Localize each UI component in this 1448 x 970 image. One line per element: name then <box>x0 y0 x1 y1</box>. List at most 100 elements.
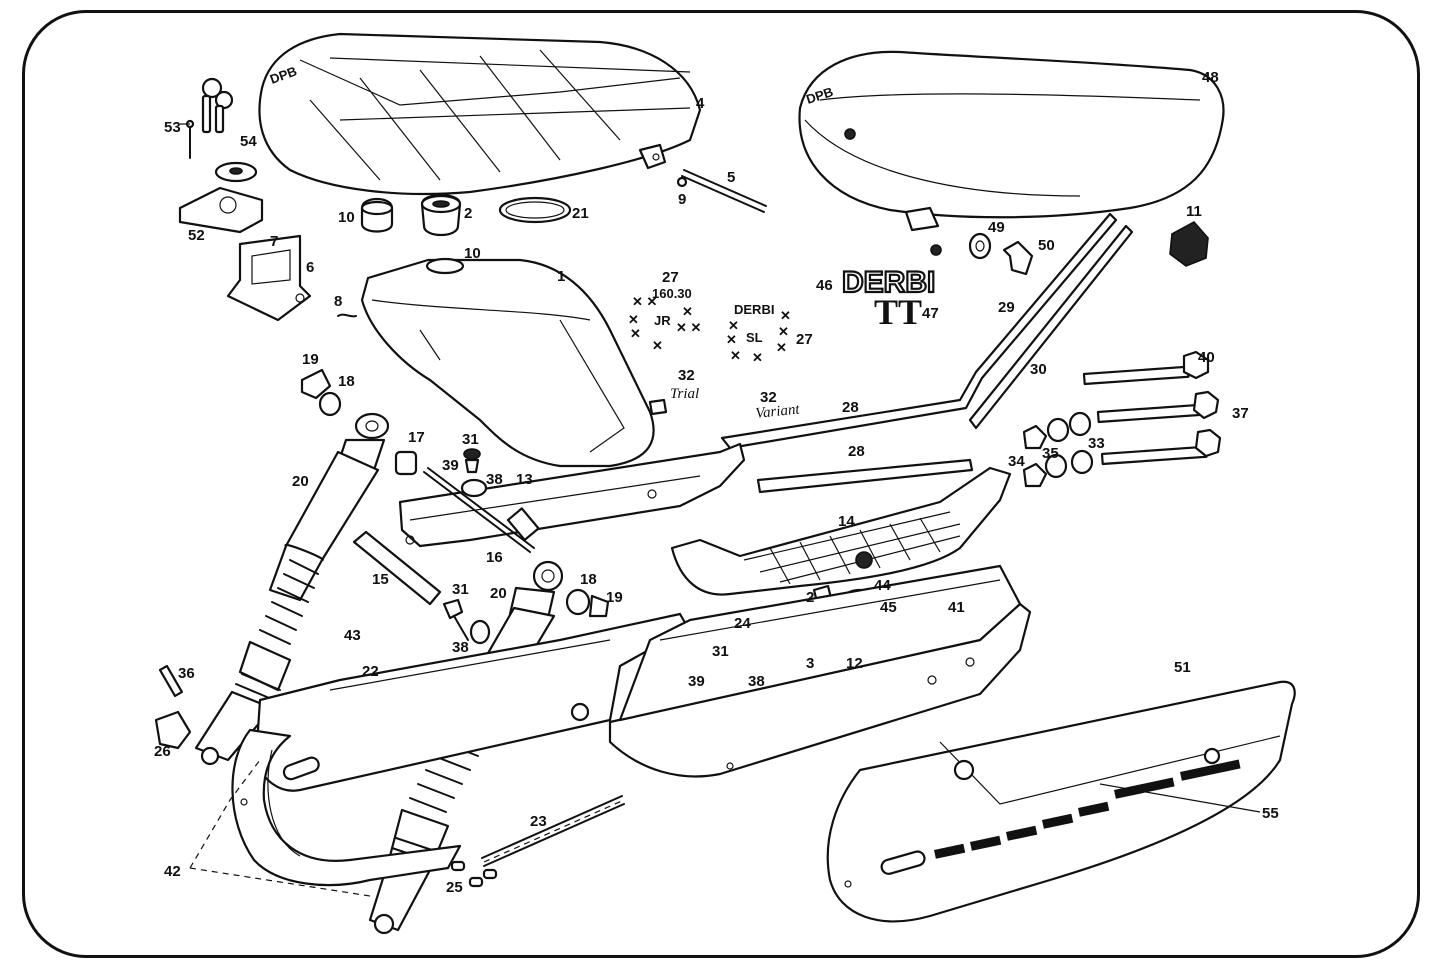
callout-40: 40 <box>1198 349 1215 366</box>
seat-lock <box>214 161 258 183</box>
drive-chain <box>481 795 625 867</box>
callout-27: 27 <box>662 269 679 286</box>
callout-10b: 10 <box>464 245 481 262</box>
callout-45: 45 <box>880 599 897 616</box>
callout-47: 47 <box>922 305 939 322</box>
callout-51: 51 <box>1174 659 1191 676</box>
callout-48: 48 <box>1202 69 1219 86</box>
ignition-keys <box>185 77 234 159</box>
callout-17: 17 <box>408 429 425 446</box>
svg-text:✕: ✕ <box>726 332 737 347</box>
callout-44: 44 <box>874 577 891 594</box>
callout-36: 36 <box>178 665 195 682</box>
rod-5 <box>676 169 767 213</box>
callout-28: 28 <box>842 399 859 416</box>
callout-52: 52 <box>188 227 205 244</box>
callout-14: 14 <box>838 513 855 530</box>
callout-7: 7 <box>270 233 278 250</box>
rear-frame <box>398 442 746 548</box>
bushing-19-18 <box>300 368 342 417</box>
callout-38: 38 <box>486 471 503 488</box>
callout-55: 55 <box>1262 805 1279 822</box>
leader-lines <box>180 123 1261 897</box>
callout-18: 18 <box>338 373 355 390</box>
svg-text:✕: ✕ <box>778 324 789 339</box>
callout-42: 42 <box>164 863 181 880</box>
footrest-plate <box>670 466 1012 596</box>
bolt-36 <box>158 664 184 698</box>
trial-script-decal: Trial <box>670 386 699 402</box>
bushing-18-19-right <box>565 588 610 618</box>
callout-29: 29 <box>998 299 1015 316</box>
callout-32: 32 <box>678 367 695 384</box>
callout-39b: 39 <box>688 673 705 690</box>
callout-10: 10 <box>338 209 355 226</box>
nut-26 <box>154 710 192 750</box>
svg-text:✕: ✕ <box>728 318 739 333</box>
svg-text:✕ ✕: ✕ ✕ <box>676 320 701 335</box>
filler-caps <box>360 193 462 237</box>
callout-20b: 20 <box>490 585 507 602</box>
bolt-31-38 <box>442 598 491 645</box>
callout-19b: 19 <box>606 589 623 606</box>
callout-46: 46 <box>816 277 833 294</box>
lock-bracket <box>178 186 264 234</box>
callout-32b: 32 <box>760 389 777 406</box>
callout-1: 1 <box>557 268 565 285</box>
frame-rail-upper <box>720 212 1134 494</box>
svg-text:✕ ✕: ✕ ✕ <box>632 294 657 309</box>
callout-28b: 28 <box>848 443 865 460</box>
svg-text:✕: ✕ <box>780 308 791 323</box>
callout-41: 41 <box>948 599 965 616</box>
main-frame-rail <box>608 564 1032 778</box>
callout-19: 19 <box>302 351 319 368</box>
callout-38c: 38 <box>748 673 765 690</box>
callout-27b: 27 <box>796 331 813 348</box>
variant-script-decal: Variant <box>755 401 801 422</box>
callout-31b: 31 <box>452 581 469 598</box>
callout-4: 4 <box>696 95 705 112</box>
spacer-17 <box>394 450 418 476</box>
chain-guard-right <box>826 680 1296 923</box>
callout-18b: 18 <box>580 571 597 588</box>
nuts-washers <box>1022 411 1094 488</box>
shaft-16 <box>423 467 540 553</box>
svg-text:JR: JR <box>654 313 671 328</box>
callout-37: 37 <box>1232 405 1249 422</box>
chain-guard-left <box>231 728 462 887</box>
pin-15 <box>352 530 442 606</box>
callout-21: 21 <box>572 205 589 222</box>
tt-decal: TT <box>874 292 922 332</box>
svg-text:SL: SL <box>746 330 763 345</box>
cap-11 <box>1169 220 1209 267</box>
callout-9: 9 <box>678 191 686 208</box>
callout-38b: 38 <box>452 639 469 656</box>
callout-12: 12 <box>846 655 863 672</box>
callout-20: 20 <box>292 473 309 490</box>
callout-2b: 2 <box>806 589 814 606</box>
svg-text:DERBI: DERBI <box>734 302 774 317</box>
callout-5: 5 <box>727 169 735 186</box>
svg-text:✕: ✕ <box>752 350 763 365</box>
callout-24: 24 <box>734 615 751 632</box>
callout-34: 34 <box>1008 453 1025 470</box>
shock-absorber-left <box>194 412 390 766</box>
bolt-stack-center <box>460 448 488 498</box>
tank-bracket <box>226 234 312 322</box>
callout-33: 33 <box>1088 435 1105 452</box>
callout-23: 23 <box>530 813 547 830</box>
callout-49: 49 <box>988 219 1005 236</box>
swingarm <box>254 612 690 792</box>
callout-16: 16 <box>486 549 503 566</box>
svg-text:✕: ✕ <box>682 304 693 319</box>
callout-15: 15 <box>372 571 389 588</box>
fuel-tank <box>360 257 668 468</box>
callout-30: 30 <box>1030 361 1047 378</box>
callout-22: 22 <box>362 663 379 680</box>
callout-25: 25 <box>446 879 463 896</box>
svg-text:✕: ✕ <box>776 340 787 355</box>
decal-sheet-left: 160.30 JR ✕ ✕ ✕ ✕ ✕ ✕ ✕ ✕ <box>628 286 701 353</box>
callout-labels: 1 2 2 3 4 5 6 7 8 9 10 10 11 12 13 14 15… <box>154 69 1279 896</box>
callout-2: 2 <box>464 205 472 222</box>
